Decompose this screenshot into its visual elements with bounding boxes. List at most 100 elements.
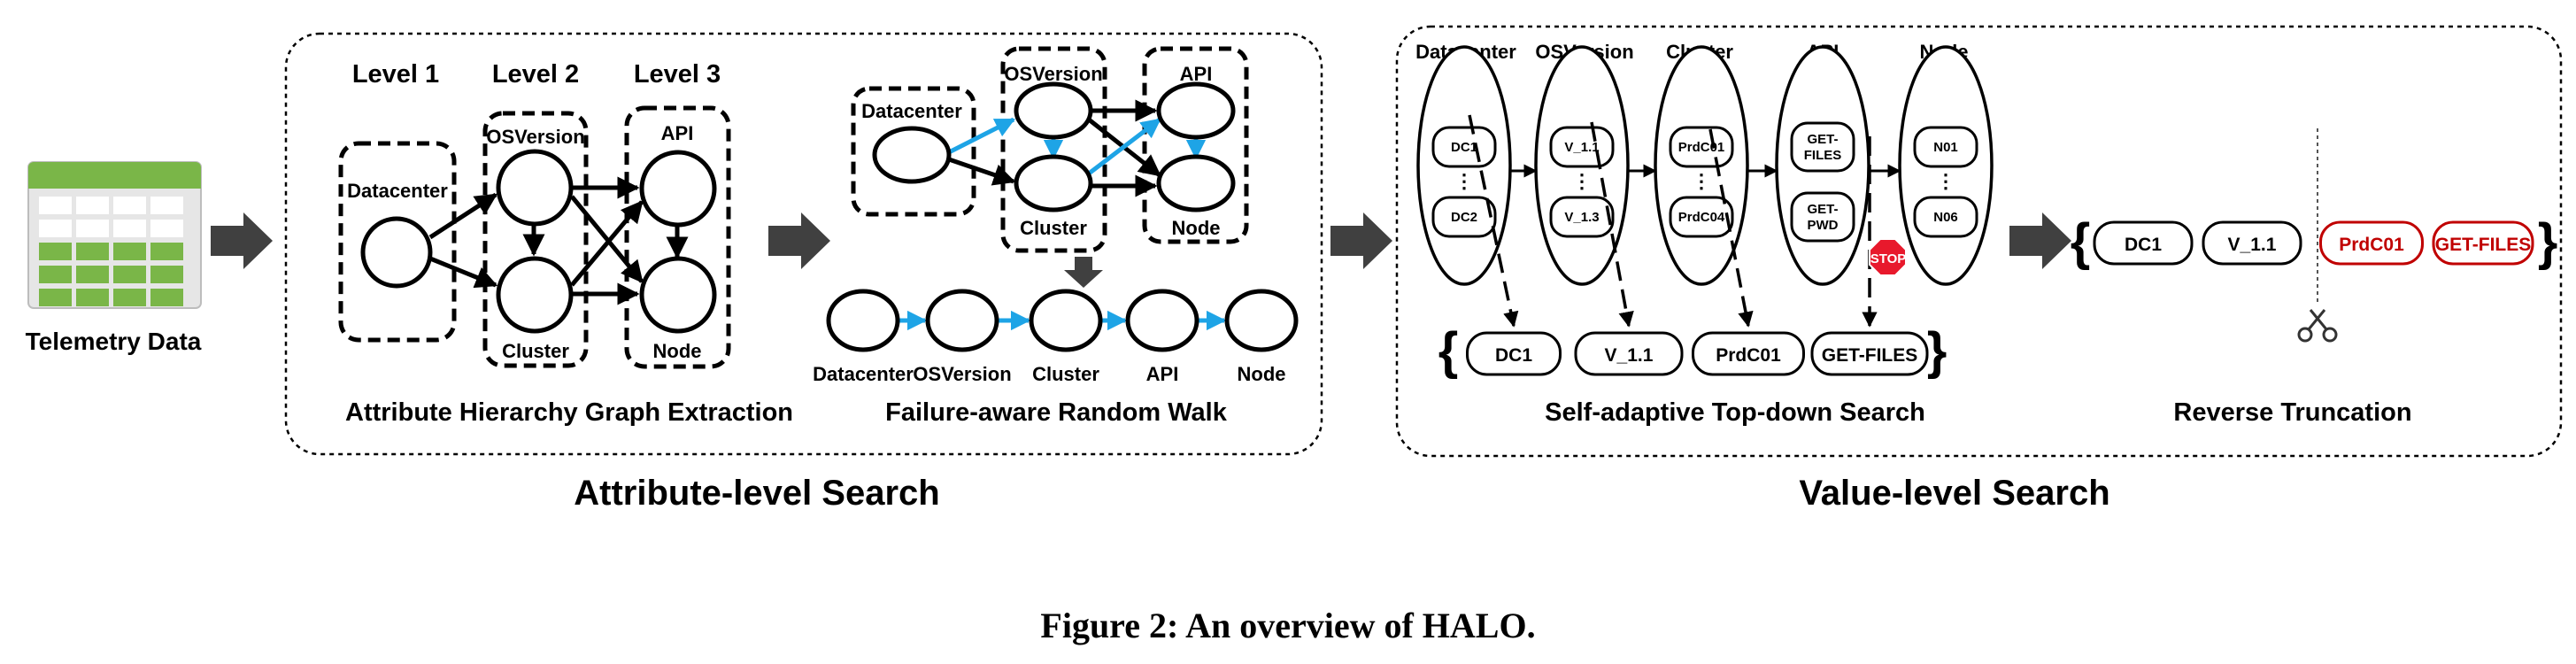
dropped-box: [2432, 220, 2534, 266]
result-box: [1810, 331, 1929, 376]
table-cell: [150, 220, 183, 237]
value-box: [1790, 191, 1855, 243]
value-box-label: FILES: [1804, 148, 1842, 163]
node-datacenter: [360, 216, 433, 289]
chain-node-label: API: [1146, 363, 1179, 385]
rw-edge-dc-cluster: [948, 157, 1016, 186]
truncation-caption: Reverse Truncation: [2173, 398, 2411, 427]
dropped-box-label: PrdC01: [2339, 235, 2404, 255]
ellipsis-glyph: ⋮: [1692, 170, 1711, 192]
cluster-label: Cluster: [502, 340, 569, 362]
topdown-search: DatacenterDC1DC2⋮OSVersionV_1.1V_1.3⋮Clu…: [1415, 41, 1994, 328]
flow-arrow-1: [211, 212, 273, 269]
chain-node-label: Cluster: [1032, 363, 1099, 385]
telemetry-table-icon: [27, 161, 202, 309]
chain-node-label: OSVersion: [913, 363, 1011, 385]
edge-cluster-api: [570, 200, 644, 287]
level-1-label: Level 1: [352, 60, 439, 89]
ellipsis-glyph: ⋮: [1936, 170, 1955, 192]
table-cell: [39, 220, 72, 237]
value-box-label: V_1.3: [1564, 210, 1599, 225]
value-box: [1913, 196, 1978, 238]
value-box-label: GET-: [1807, 202, 1838, 217]
stop-sign-text: STOP: [1870, 251, 1907, 266]
brace-left: {: [1438, 322, 1459, 380]
chain-node: [1029, 289, 1103, 352]
value-box-label: N06: [1933, 210, 1958, 225]
dropped-box-label: GET-FILES: [2435, 235, 2532, 255]
level-3-label: Level 3: [634, 60, 721, 89]
datacenter-label: Datacenter: [347, 180, 448, 202]
result-box-label: DC1: [1495, 345, 1532, 366]
brace-right: }: [2538, 213, 2558, 271]
edge-dc-os: [428, 192, 498, 240]
drop-arrow: [1468, 114, 1519, 328]
attribute-level-panel: [284, 32, 1323, 456]
attribute-level-title: Attribute-level Search: [574, 474, 939, 513]
rw-api-label: API: [1180, 63, 1213, 85]
value-box-label: PrdC01: [1678, 140, 1725, 155]
value-box: [1669, 196, 1734, 238]
value-box-label: N01: [1933, 140, 1958, 155]
node-node: [639, 256, 717, 334]
flow-arrow-2: [768, 212, 830, 269]
result-box: [1574, 331, 1684, 376]
rw-blue-edge-dc-os: [947, 117, 1016, 155]
flow-arrow-4: [2009, 212, 2071, 269]
hierarchy-caption: Attribute Hierarchy Graph Extraction: [345, 398, 793, 427]
rw-level-2-group: [1000, 46, 1107, 253]
table-cell: [76, 266, 109, 283]
kept-box-label: DC1: [2125, 235, 2162, 255]
value-box-label: PrdC04: [1678, 210, 1725, 225]
table-cell: [39, 289, 72, 306]
table-cell: [150, 289, 183, 306]
chain-node-label: Datacenter: [813, 363, 914, 385]
kept-box: [2202, 220, 2302, 266]
rw-down-arrow: [1064, 257, 1103, 288]
rw-osversion-label: OSVersion: [1004, 63, 1102, 85]
rw-node-node: [1156, 154, 1236, 212]
drop-arrow: [1708, 128, 1754, 328]
table-cell: [76, 197, 109, 214]
table-cell: [39, 243, 72, 260]
level-2-label: Level 2: [492, 60, 579, 89]
table-cell: [76, 289, 109, 306]
value-box-label: DC2: [1451, 210, 1477, 225]
scissors-icon: [2297, 128, 2338, 343]
chain-node: [1224, 289, 1299, 352]
figure-caption: Figure 2: An overview of HALO.: [1040, 606, 1535, 645]
table-cell: [39, 266, 72, 283]
rw-level-3-group: [1142, 46, 1249, 244]
table-cell: [76, 220, 109, 237]
node-label: Node: [653, 340, 702, 362]
rw-cluster-label: Cluster: [1020, 217, 1087, 239]
table-cell: [39, 197, 72, 214]
table-cell: [76, 243, 109, 260]
dropped-box: [2319, 220, 2424, 266]
value-box: [1431, 196, 1497, 238]
rw-blue-edge-cluster-api: [1087, 118, 1161, 175]
result-box-label: PrdC01: [1716, 345, 1781, 366]
node-api: [639, 150, 717, 228]
value-box-label: V_1.1: [1564, 140, 1599, 155]
rw-level-1-group: [851, 86, 976, 217]
value-level-title: Value-level Search: [1799, 474, 2109, 513]
edge-os-node: [570, 195, 644, 283]
flow-arrow-3: [1330, 212, 1392, 269]
chain-node: [1125, 289, 1199, 352]
api-label: API: [661, 122, 694, 144]
rw-node-osversion: [1014, 81, 1093, 140]
osversion-label: OSVersion: [486, 126, 584, 148]
rw-node-label: Node: [1172, 217, 1221, 239]
value-box: [1913, 126, 1978, 168]
table-cell: [113, 220, 146, 237]
table-cell: [113, 243, 146, 260]
random-walk-caption: Failure-aware Random Walk: [885, 398, 1228, 427]
rw-node-api: [1156, 81, 1236, 140]
value-box: [1669, 126, 1734, 168]
telemetry-label: Telemetry Data: [26, 328, 202, 355]
rw-datacenter-label: Datacenter: [861, 100, 962, 122]
